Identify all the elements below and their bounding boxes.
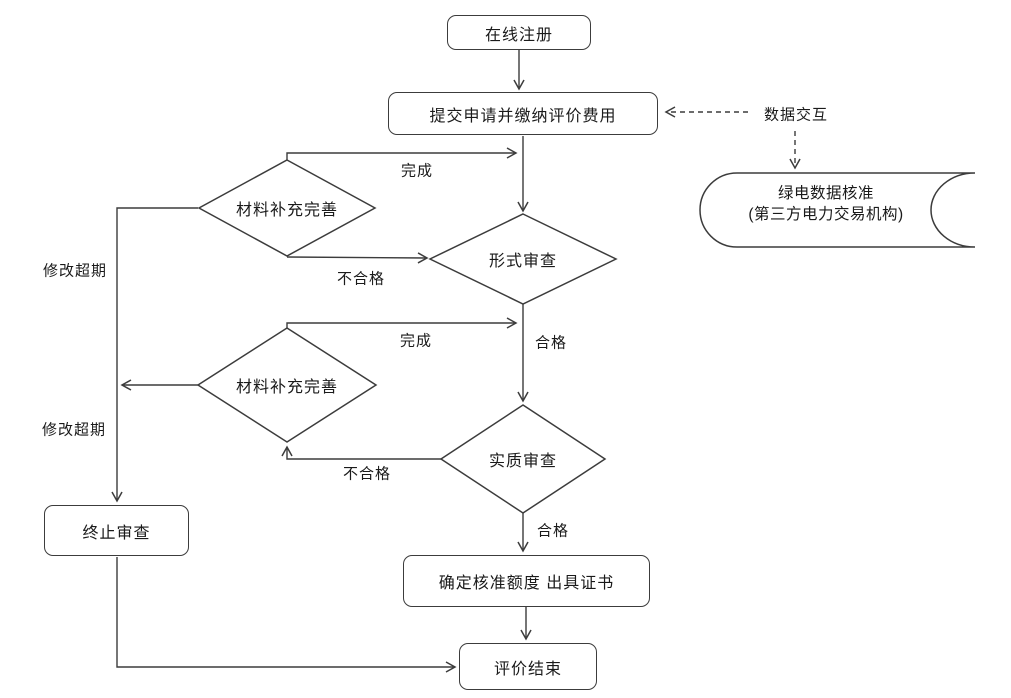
node-issue-certificate: 确定核准额度 出具证书 — [403, 555, 650, 607]
node-supplement-1-shape — [197, 159, 377, 257]
edge-label-data-exchange: 数据交互 — [763, 106, 829, 124]
node-supplement-1-label: 材料补充完善 — [235, 202, 339, 219]
node-substantive-review-label: 实质审查 — [488, 453, 558, 470]
edge-label-complete-2: 完成 — [399, 332, 433, 350]
green-data-line2: (第三方电力交易机构) — [748, 206, 904, 223]
node-green-data-shape — [699, 172, 976, 248]
edge-label-overdue-2: 修改超期 — [41, 421, 107, 439]
green-data-line1: 绿电数据核准 — [777, 185, 874, 202]
node-submit-application: 提交申请并缴纳评价费用 — [388, 92, 658, 135]
edge-label-overdue-1: 修改超期 — [42, 262, 108, 280]
node-supplement-2-label: 材料补充完善 — [235, 379, 339, 396]
edge-label-complete-1: 完成 — [400, 162, 434, 180]
edge-label-fail-2: 不合格 — [342, 465, 392, 483]
node-online-register: 在线注册 — [447, 15, 591, 50]
node-formal-review-shape — [428, 213, 618, 305]
node-evaluation-end: 评价结束 — [459, 643, 597, 690]
node-substantive-review-shape — [439, 404, 607, 514]
node-green-data-label: 绿电数据核准 (第三方电力交易机构) — [706, 183, 946, 225]
node-terminate-review: 终止审查 — [44, 505, 189, 556]
node-supplement-2-shape — [196, 327, 378, 443]
edge-lines — [111, 50, 801, 673]
node-formal-review-label: 形式审查 — [488, 253, 558, 270]
edge-label-pass-1: 合格 — [534, 334, 568, 352]
edge-label-pass-2: 合格 — [536, 522, 570, 540]
edge-label-fail-1: 不合格 — [336, 270, 386, 288]
